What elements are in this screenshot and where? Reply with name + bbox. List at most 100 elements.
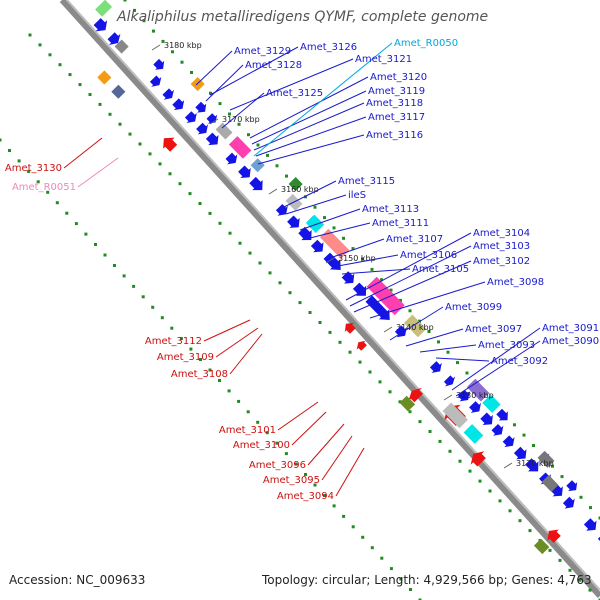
gc-dot <box>74 222 78 226</box>
gc-dot <box>409 588 412 591</box>
forward-gene-arrow <box>513 446 527 460</box>
gc-dot <box>389 567 393 571</box>
gene-block <box>442 402 468 429</box>
forward-gene-arrow <box>196 122 208 135</box>
forward-gene-label-leader <box>353 260 472 313</box>
forward-gene-arrow <box>298 226 312 241</box>
reverse-gene-label: Amet_3101 <box>219 425 276 436</box>
gc-dot <box>598 516 600 520</box>
gc-dot <box>332 504 336 508</box>
scale-tick-mark <box>325 257 335 264</box>
forward-gene-label: Amet_3102 <box>473 256 530 267</box>
gc-dot <box>437 340 440 344</box>
reverse-gene-arrow <box>408 387 423 403</box>
forward-gene-label-leader <box>249 76 369 139</box>
gene-block <box>250 158 265 173</box>
forward-gene-label: Amet_3104 <box>473 228 530 239</box>
gc-dot <box>218 102 222 106</box>
forward-gene-label: Amet_3120 <box>370 72 427 83</box>
forward-gene-label: Amet_3091 <box>542 323 599 334</box>
reverse-gene-label: Amet_3094 <box>277 491 334 502</box>
forward-gene-label: Amet_3121 <box>355 54 412 65</box>
gene-block <box>537 450 555 468</box>
forward-gene-arrow <box>480 412 493 425</box>
gene-block <box>541 475 559 492</box>
gc-dot <box>218 221 222 225</box>
gene-block <box>228 136 252 159</box>
reverse-gene-label-leader <box>307 423 345 466</box>
forward-gene-label: Amet_3117 <box>368 112 425 123</box>
forward-gene-arrow <box>107 32 121 45</box>
forward-gene-arrow <box>287 215 300 228</box>
scale-tick-label: 3150 kbp <box>338 254 376 263</box>
gc-dot <box>368 370 372 374</box>
forward-gene-label-leader <box>349 245 472 307</box>
forward-gene-label: Amet_3107 <box>386 234 443 245</box>
gc-dot <box>178 182 182 186</box>
gc-dot <box>294 462 298 466</box>
gc-dot <box>342 236 345 240</box>
reverse-gene-label: Amet_3096 <box>249 460 306 471</box>
genome-backbone-shadow <box>66 0 600 591</box>
gc-dot <box>361 257 364 261</box>
forward-gene-arrow <box>225 152 238 165</box>
gc-dot <box>103 253 107 257</box>
reverse-gene-label: Amet_3109 <box>157 352 214 363</box>
gc-dot <box>380 278 383 282</box>
gc-dot <box>446 350 450 354</box>
gc-dot <box>348 350 352 354</box>
gc-dot <box>361 535 365 539</box>
gc-dot <box>418 598 422 600</box>
gc-dot <box>179 337 183 341</box>
reverse-gene-label-leader <box>229 333 263 375</box>
gc-dot <box>288 291 292 295</box>
scale-tick-mark <box>383 326 393 333</box>
trna-gene-label-leader <box>77 157 119 188</box>
gc-dot <box>65 211 69 215</box>
forward-gene-arrow <box>457 389 470 402</box>
reverse-gene-label: Amet_3130 <box>5 163 62 174</box>
scale-tick-label: 3120 kbp <box>516 459 554 468</box>
gc-dot <box>198 202 202 205</box>
accession-text: Accession: NC_009633 <box>9 573 146 587</box>
forward-gene-arrow <box>429 361 442 373</box>
forward-gene-label-leader <box>255 116 367 157</box>
forward-gene-label: Amet_3105 <box>412 264 469 275</box>
genome-backbone <box>59 0 600 599</box>
gc-dot <box>8 149 11 152</box>
gene-block <box>366 276 405 316</box>
forward-gene-label: Amet_3119 <box>368 86 425 97</box>
gc-dot <box>247 133 250 137</box>
gc-dot <box>98 102 102 106</box>
gc-dot <box>458 459 462 463</box>
gc-dot <box>578 578 582 582</box>
gc-dot <box>318 321 322 324</box>
forward-gene-arrow <box>566 480 578 492</box>
forward-gene-label-leader <box>369 281 486 319</box>
forward-gene-arrow <box>583 518 597 531</box>
gc-dot <box>389 288 393 292</box>
reverse-gene-label-leader <box>277 401 319 431</box>
gc-dot <box>589 506 592 510</box>
forward-gene-label: Amet_3129 <box>234 46 291 57</box>
gc-dot <box>518 519 522 523</box>
gc-dot <box>378 380 382 384</box>
forward-gene-arrow <box>93 18 108 32</box>
scale-tick-mark <box>209 118 219 125</box>
forward-gene-arrow <box>249 176 263 191</box>
scale-tick-label: 3130 kbp <box>456 391 494 400</box>
gene-block <box>114 39 129 54</box>
gc-dot <box>227 389 231 393</box>
gene-block <box>403 314 427 338</box>
gc-dot <box>188 192 192 196</box>
forward-gene-label-leader <box>345 232 472 301</box>
gc-dot <box>438 439 442 443</box>
gc-dot <box>142 19 146 23</box>
gc-dot <box>170 326 174 330</box>
forward-gene-arrow <box>195 101 207 113</box>
gene-block <box>463 424 484 444</box>
gc-dot <box>275 164 279 168</box>
forward-gene-label-leader <box>221 92 265 129</box>
gc-dot <box>278 281 282 285</box>
gc-dot <box>190 71 193 74</box>
